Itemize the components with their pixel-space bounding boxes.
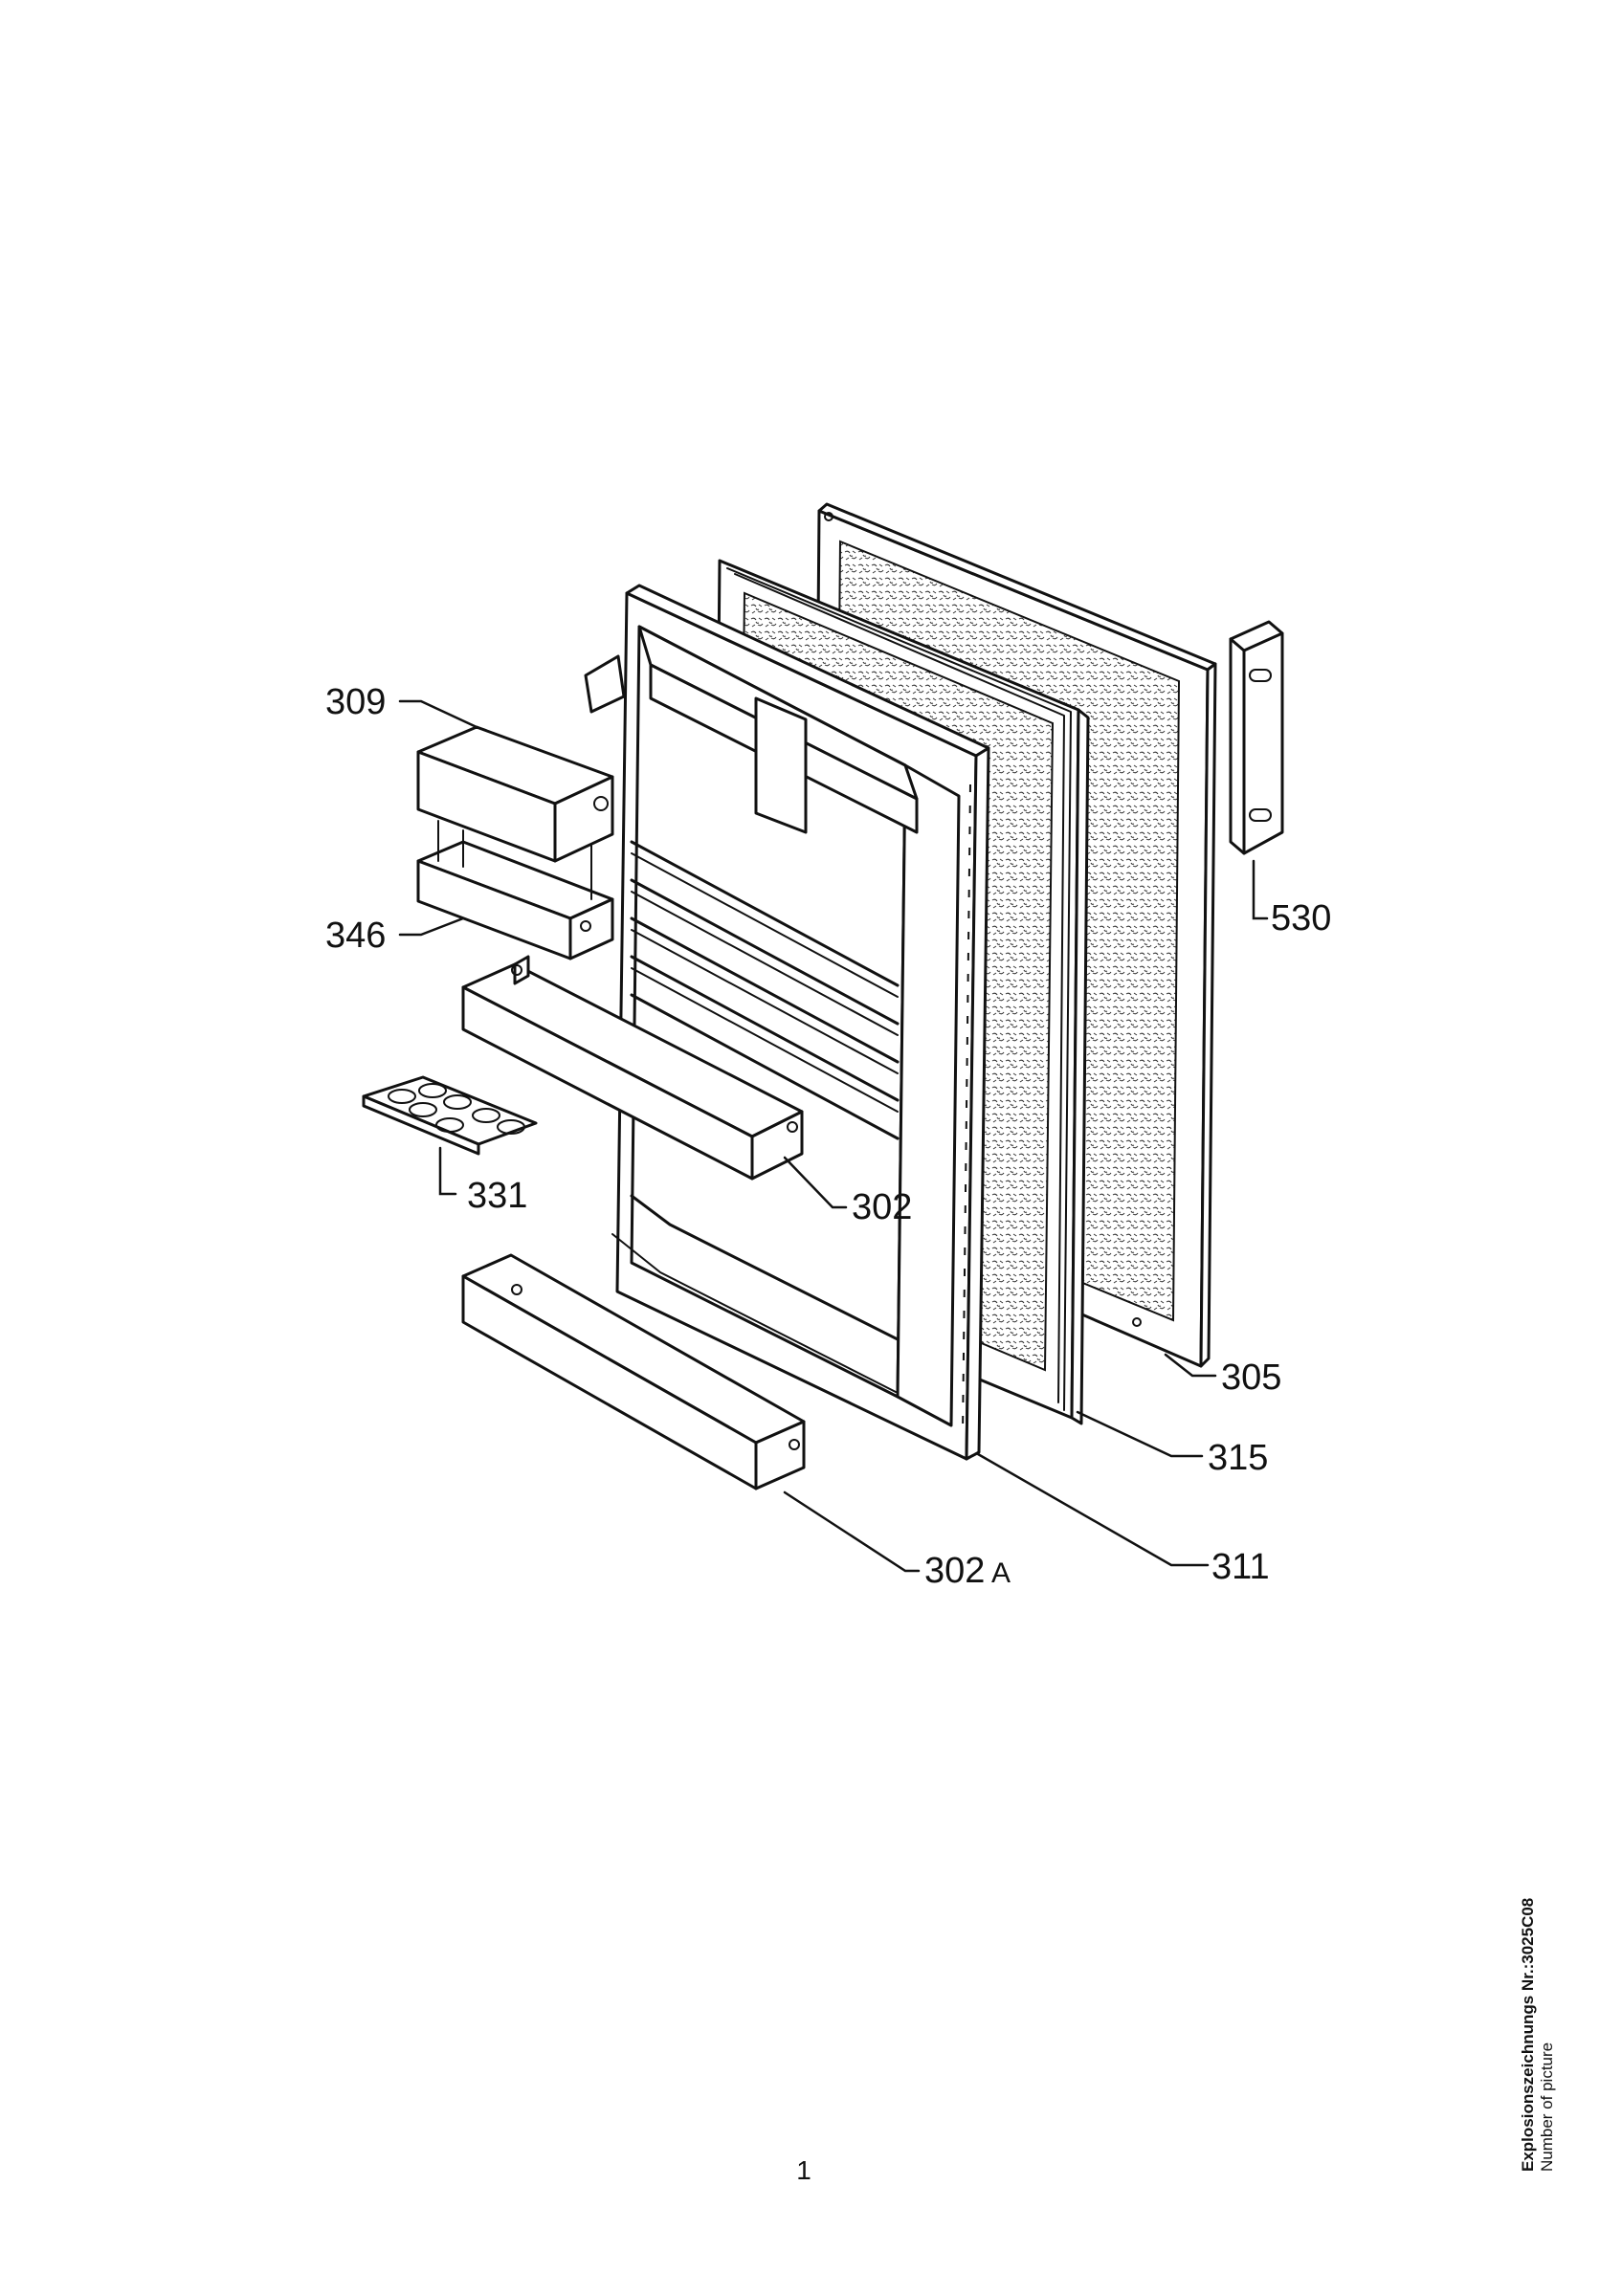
butter-tray-346 bbox=[416, 820, 614, 960]
door-shelf-302 bbox=[461, 955, 804, 1181]
drawing-caption: Explosionszeichnungs Nr.:3025C08 Number … bbox=[1519, 1885, 1586, 2172]
label-302a-suffix: A bbox=[991, 1557, 1011, 1589]
label-305: 305 bbox=[1221, 1358, 1281, 1398]
drawing-number: Explosionszeichnungs Nr.:3025C08 bbox=[1519, 1897, 1537, 2172]
egg-tray-331 bbox=[362, 1075, 538, 1156]
door-handle-530 bbox=[1229, 620, 1284, 855]
label-530: 530 bbox=[1271, 898, 1331, 938]
label-302: 302 bbox=[852, 1187, 912, 1227]
page-number: 1 bbox=[796, 2155, 811, 2185]
label-311: 311 bbox=[1211, 1547, 1270, 1587]
label-309: 309 bbox=[325, 682, 386, 722]
leader-lines bbox=[398, 699, 1269, 1573]
label-346: 346 bbox=[325, 916, 386, 956]
label-302a: 302 bbox=[924, 1551, 985, 1591]
drawing-number-subtitle: Number of picture bbox=[1538, 2042, 1556, 2172]
label-331: 331 bbox=[467, 1176, 527, 1216]
label-315: 315 bbox=[1208, 1438, 1268, 1478]
bottle-shelf-302a bbox=[461, 1253, 806, 1490]
door-liner-311 bbox=[584, 584, 990, 1461]
butter-lid-309 bbox=[416, 725, 614, 863]
